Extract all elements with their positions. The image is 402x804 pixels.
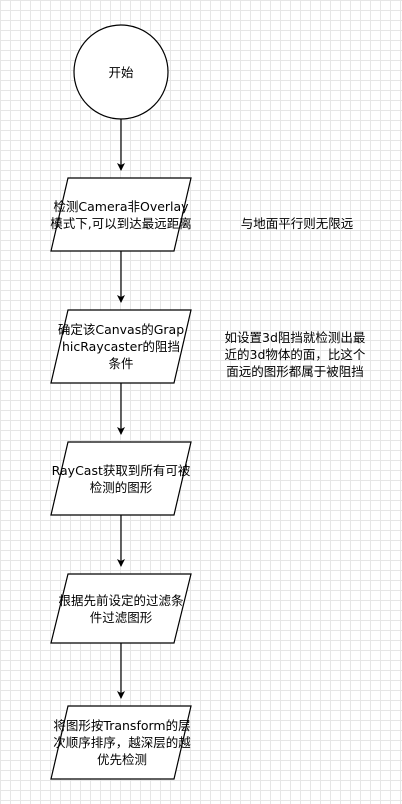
step-5-shape[interactable] — [50, 705, 192, 780]
step-3-label: RayCast获取到所有可被检测的图形 — [51, 462, 191, 495]
note-step-1: 与地面平行则无限远 — [240, 215, 354, 231]
start-label: 开始 — [108, 64, 134, 80]
step-5-label: 将图形按Transform的层次顺序排序，越深层的越优先检测 — [53, 718, 191, 767]
step-4-label: 根据先前设定的过滤条件过滤图形 — [58, 592, 184, 625]
step-4-shape[interactable] — [50, 573, 192, 644]
step-2-shape[interactable] — [50, 309, 192, 384]
step-1-shape[interactable] — [50, 177, 192, 252]
step-2-label: 确定该Canvas的GraphicRaycaster的阻挡条件 — [57, 322, 185, 371]
step-1-label: 检测Camera非Overlay模式下,可以到达最远距离 — [50, 198, 192, 231]
step-3-shape[interactable] — [50, 441, 192, 516]
note-step-2: 如设置3d阻挡就检测出最近的3d物体的面，比这个面远的图形都属于被阻挡 — [224, 329, 366, 379]
